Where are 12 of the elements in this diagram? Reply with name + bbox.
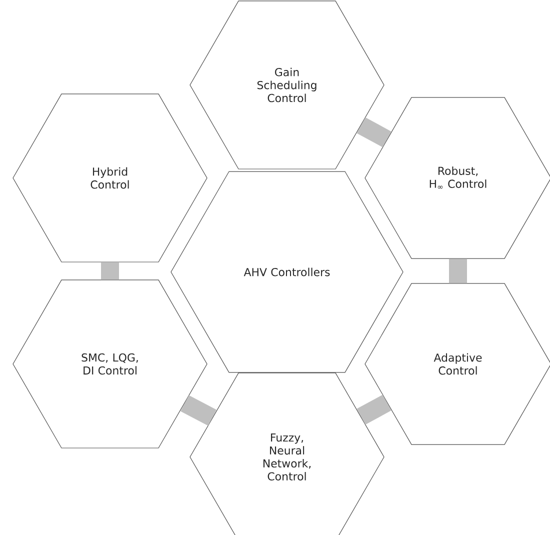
connector-band [101, 262, 120, 280]
connector-band [356, 117, 392, 148]
hexagon: AHV Controllers [170, 171, 404, 373]
hexagon: Gain Scheduling Control [190, 0, 384, 170]
connector-band [180, 395, 216, 426]
hexagon: Adaptive Control [364, 283, 550, 445]
connector-band [449, 258, 468, 284]
connector-band [356, 394, 392, 425]
hexagon: Robust, H$_{∞}$ Control [364, 97, 550, 259]
hexagon: SMC, LQG, DI Control [12, 280, 208, 448]
hexagon: Hybrid Control [12, 94, 208, 262]
hexagon: Fuzzy, Neural Network, Control [190, 372, 384, 535]
